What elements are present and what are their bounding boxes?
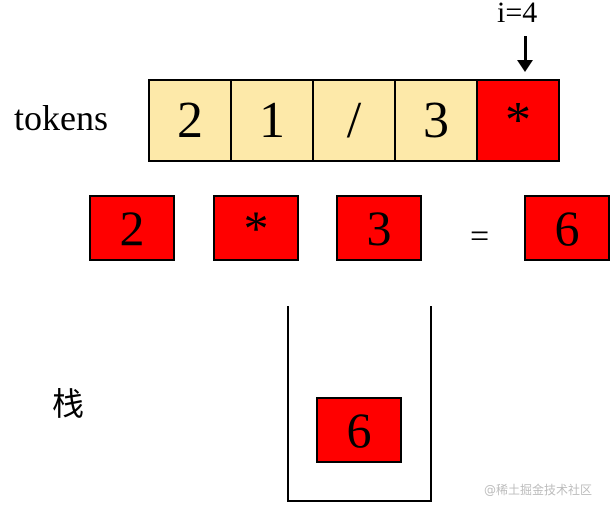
operator-box: * bbox=[213, 195, 299, 261]
stack-right-wall bbox=[430, 306, 432, 502]
stack-bottom-wall bbox=[287, 500, 432, 502]
pointer-arrow-shaft bbox=[524, 36, 527, 62]
token-cell-1: 1 bbox=[230, 79, 314, 162]
stack-left-wall bbox=[287, 306, 289, 502]
token-cell-3: 3 bbox=[394, 79, 478, 162]
operand-left-box: 2 bbox=[89, 195, 175, 261]
operand-right-box: 3 bbox=[336, 195, 422, 261]
token-cell-4-current: * bbox=[476, 79, 560, 162]
result-box: 6 bbox=[524, 195, 610, 261]
watermark: @稀土掘金技术社区 bbox=[484, 483, 593, 497]
stack-item: 6 bbox=[316, 397, 402, 463]
token-cell-2: / bbox=[312, 79, 396, 162]
pointer-label: i=4 bbox=[497, 0, 538, 29]
pointer-arrow-down-icon bbox=[517, 60, 533, 72]
equals-sign: = bbox=[470, 218, 490, 255]
tokens-label: tokens bbox=[14, 98, 108, 138]
token-array: 2 1 / 3 * bbox=[148, 79, 560, 162]
stack-label: 栈 bbox=[52, 385, 85, 423]
token-cell-0: 2 bbox=[148, 79, 232, 162]
